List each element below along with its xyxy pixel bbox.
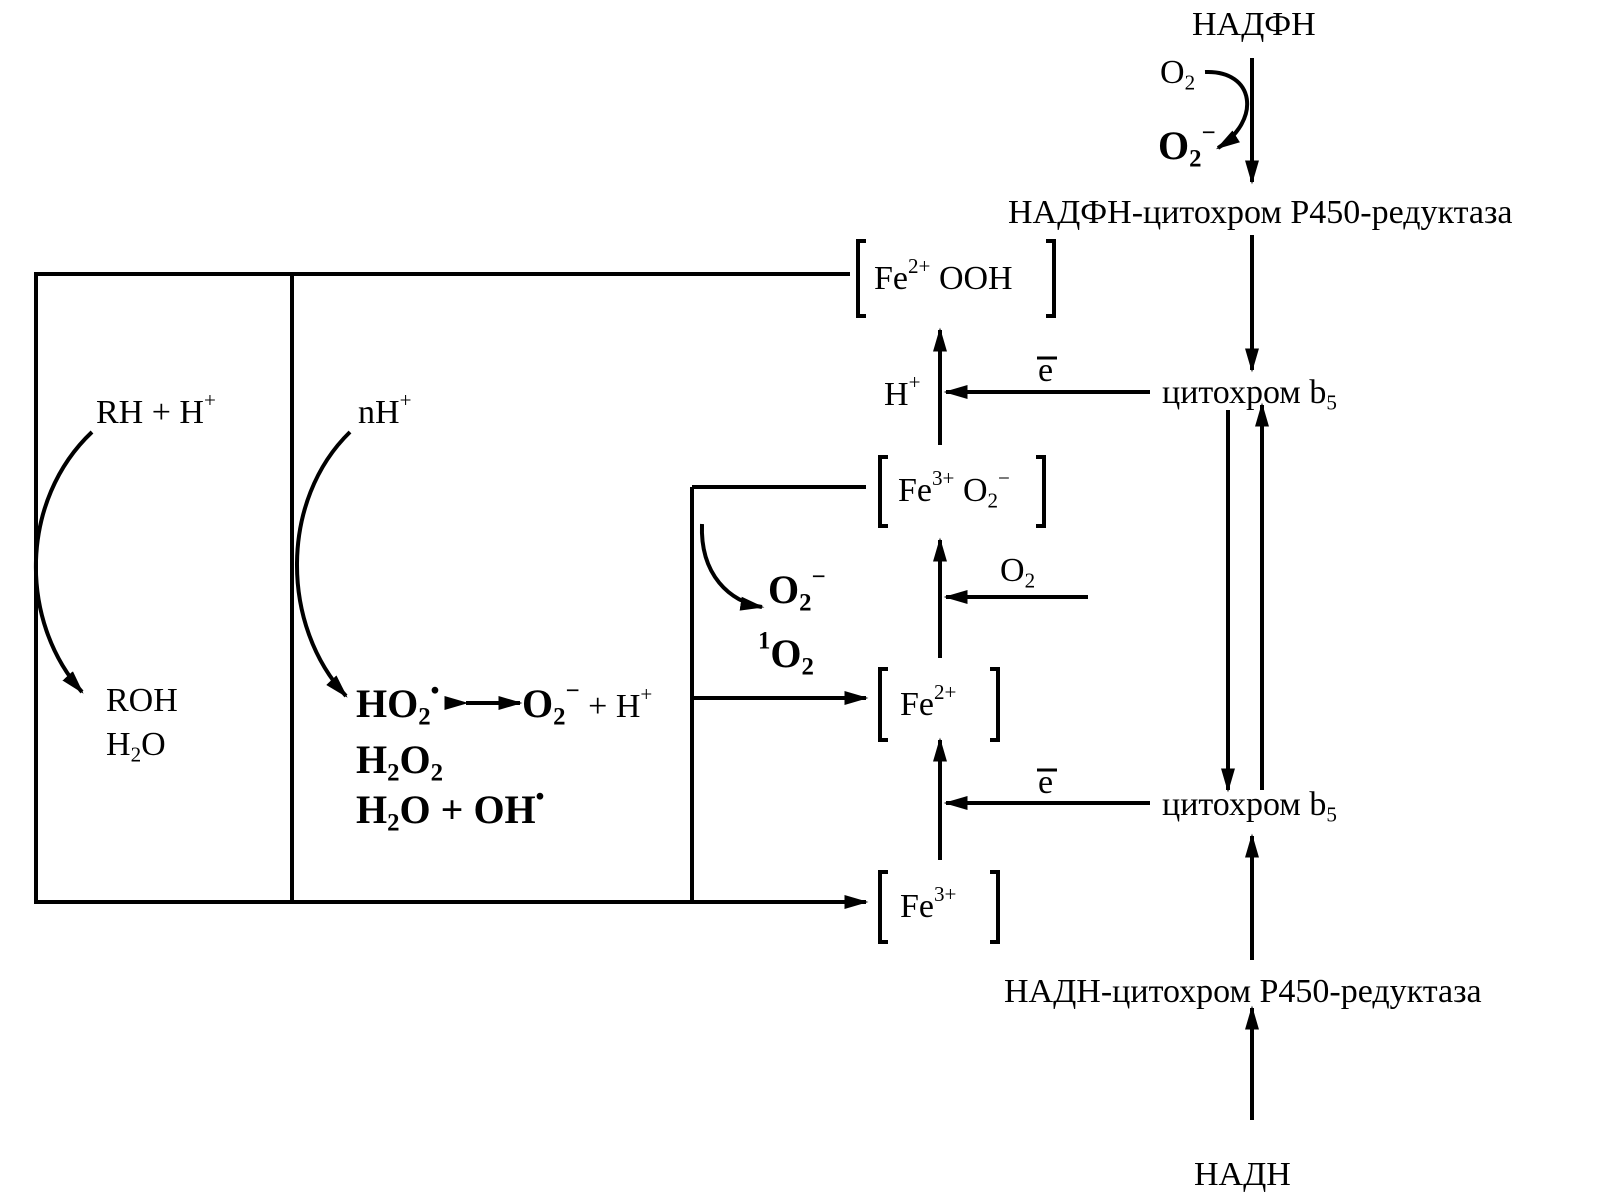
bracket-fe3-o2-left	[878, 455, 888, 528]
bracket-fe3-o2-right	[1036, 455, 1046, 528]
proton-label: H+	[884, 370, 921, 413]
bracket-fe3-right	[990, 870, 1000, 944]
bracket-fe2-right	[990, 667, 1000, 742]
cytochrome-b5-lower-label: цитохром b5	[1162, 786, 1337, 827]
roh-product-label: ROH	[106, 682, 178, 719]
cytochrome-b5-upper-label: цитохром b5	[1162, 374, 1337, 415]
electron-lower-label: e	[1038, 764, 1054, 801]
bracket-fe3-left	[878, 870, 888, 944]
superoxide-proton-pair: O2− + H+	[522, 677, 653, 731]
bracket-fe2-left	[878, 667, 888, 742]
nadph-label: НАДФН	[1192, 6, 1316, 43]
curve-o2-side-product	[699, 523, 765, 611]
o2-input-center-label: O2	[1000, 552, 1036, 593]
curve-nadph-o2	[1204, 69, 1250, 150]
superoxide-side-product: O2−	[768, 563, 826, 617]
curve-rh-to-roh	[34, 430, 94, 694]
electron-upper-label: e	[1038, 352, 1054, 389]
o2-input-label: O2	[1160, 54, 1196, 95]
hydroperoxyl-radical: HO2•	[356, 677, 440, 731]
hydrogen-peroxide: H2O2	[356, 737, 444, 787]
nadph-reductase-label: НАДФН-цитохром P450-редуктаза	[1008, 194, 1513, 231]
fe2-complex: Fe2+	[900, 680, 957, 723]
fe2-ooh-complex: Fe2+ OOH	[874, 254, 1013, 297]
singlet-oxygen-product: 1O2	[758, 627, 814, 681]
superoxide-top-label: O2−	[1158, 119, 1216, 173]
water-product-label: H2O	[106, 726, 166, 767]
nadh-reductase-label: НАДН-цитохром P450-редуктаза	[1004, 973, 1482, 1010]
rh-substrate-label: RH + H+	[96, 388, 216, 431]
nh-proton-label: nH+	[358, 388, 412, 431]
fe3-complex: Fe3+	[900, 882, 957, 925]
fe3-o2-complex: Fe3+ O2−	[898, 466, 1010, 513]
nadh-label: НАДН	[1194, 1156, 1291, 1193]
bracket-fe2-ooh-left	[856, 239, 866, 318]
curve-nh-to-ho2	[295, 430, 352, 698]
bracket-fe2-ooh-right	[1046, 239, 1056, 318]
water-hydroxyl-radical: H2O + OH•	[356, 783, 545, 837]
